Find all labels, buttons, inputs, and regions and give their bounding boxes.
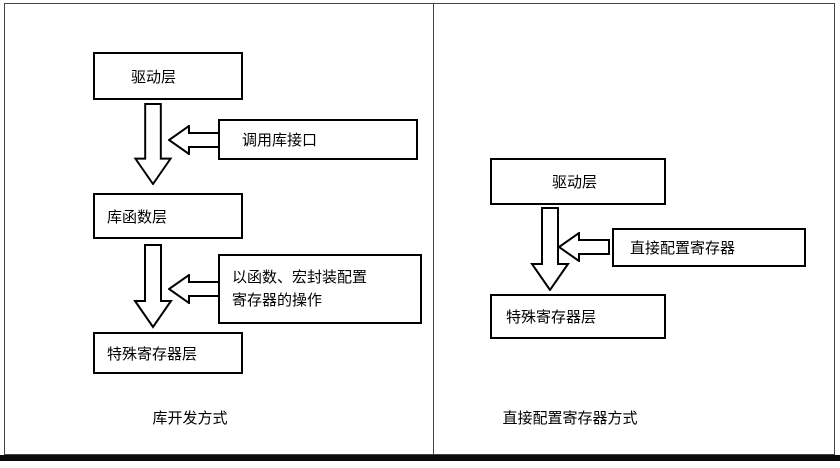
outer-frame [4,3,835,455]
macro-left-arrow-icon [168,274,220,304]
left-down-arrow-2-icon [133,243,173,329]
direct-config-box: 直接配置寄存器 [612,228,806,267]
call-api-box: 调用库接口 [218,119,418,160]
call-api-label: 调用库接口 [242,132,318,149]
right-panel-caption: 直接配置寄存器方式 [502,410,638,427]
macro-config-label: 以函数、宏封装配置 寄存器的操作 [232,268,368,309]
left-register-layer-box: 特殊寄存器层 [93,332,243,374]
panel-divider-line [433,3,434,455]
direct-config-label: 直接配置寄存器 [630,240,736,257]
call-api-left-arrow-icon [168,125,220,155]
left-down-arrow-1-icon [133,103,173,185]
left-panel-caption: 库开发方式 [152,410,228,427]
macro-config-box: 以函数、宏封装配置 寄存器的操作 [218,254,422,324]
right-driver-layer-box: 驱动层 [490,158,666,205]
right-register-layer-box: 特殊寄存器层 [490,294,666,339]
bottom-border-bar [0,455,840,461]
right-register-layer-label: 特殊寄存器层 [506,309,597,326]
right-driver-layer-label: 驱动层 [552,174,598,191]
direct-config-left-arrow-icon [558,232,610,262]
left-driver-layer-label: 驱动层 [131,68,177,86]
right-down-arrow-icon [530,207,570,291]
library-layer-label: 库函数层 [107,208,168,226]
library-layer-box: 库函数层 [93,193,243,239]
left-driver-layer-box: 驱动层 [93,52,243,100]
left-register-layer-label: 特殊寄存器层 [107,345,198,363]
